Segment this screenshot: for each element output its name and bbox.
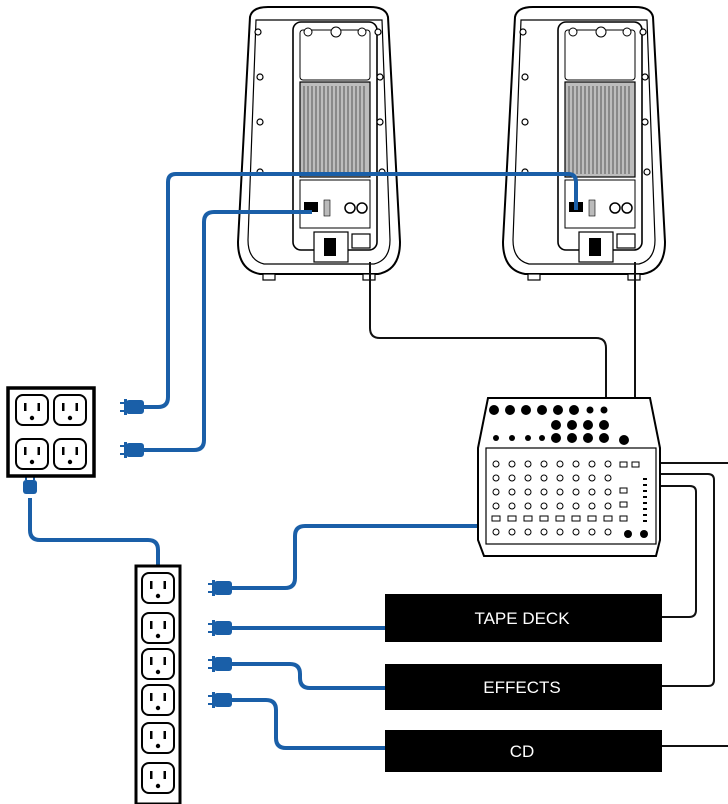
audio-cables [369, 262, 728, 747]
power-cables [28, 172, 578, 750]
wall-outlet [6, 386, 96, 478]
right-speaker [502, 6, 666, 281]
tape-deck-label: TAPE DECK [474, 609, 570, 628]
cd-player: CD [385, 730, 662, 772]
mixer [477, 397, 661, 557]
tape-deck: TAPE DECK [385, 594, 662, 642]
left-speaker [237, 6, 401, 281]
cd-label: CD [510, 742, 535, 761]
effects-unit: EFFECTS [385, 664, 662, 710]
power-strip [134, 564, 182, 804]
effects-label: EFFECTS [483, 678, 560, 697]
